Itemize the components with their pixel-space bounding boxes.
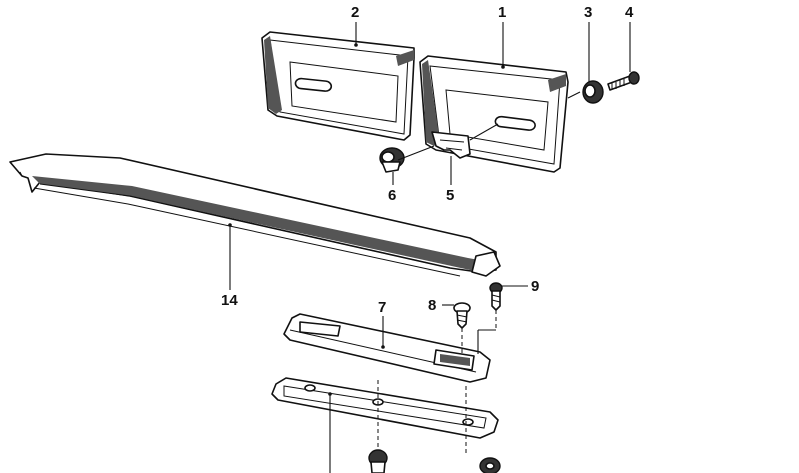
part-12-nut [479,457,501,473]
callout-4: 4 [625,4,634,21]
callout-1: 1 [498,4,506,21]
part-1-right-cover [419,55,569,173]
callout-14: 14 [221,292,238,309]
part-4-screw [607,71,640,91]
callout-8: 8 [428,297,436,314]
leader-lines [228,22,631,473]
callout-3: 3 [584,4,592,21]
part-2-left-cover [261,31,415,141]
callout-labels: 2 1 3 4 6 5 14 9 8 7 [221,4,634,316]
callout-7: 7 [378,299,386,316]
part-3-nut [582,80,604,104]
part-9-screw [489,282,503,311]
callout-2: 2 [351,4,359,21]
part-14-rail [9,153,501,277]
callout-9: 9 [531,278,539,295]
part-11-plug [368,449,388,473]
callout-6: 6 [388,187,396,204]
part-10-gasket-plate [271,377,499,439]
part-5-bracket [431,131,471,159]
part-6-clip [379,147,405,173]
callout-5: 5 [446,187,454,204]
part-7-handle [283,313,491,383]
part-8-screw [453,302,471,329]
